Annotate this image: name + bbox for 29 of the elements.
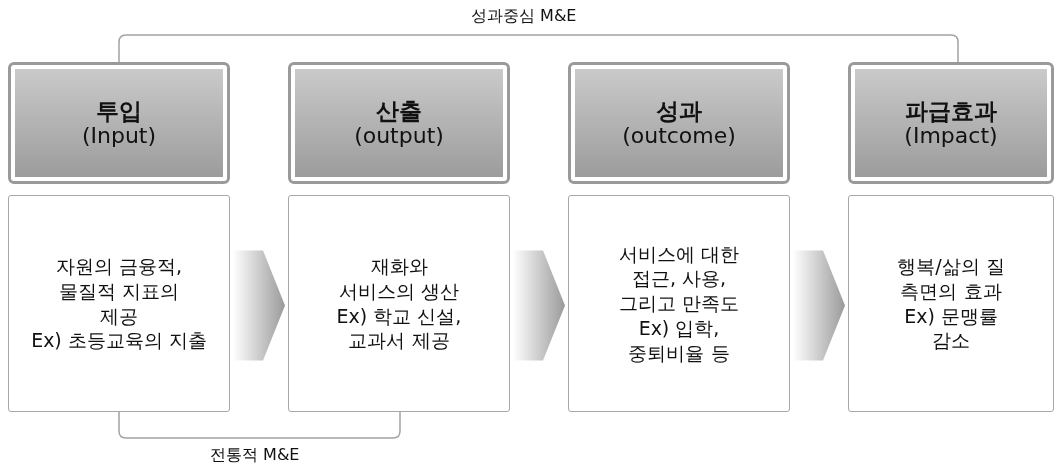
stage-description-box bbox=[848, 195, 1054, 412]
description-text: 자원의 금융적, 물질적 지표의 제공 bbox=[54, 254, 184, 329]
chevron-arrow bbox=[793, 250, 845, 361]
stage-title: 산출 bbox=[376, 99, 422, 124]
stage-header-box bbox=[568, 62, 790, 184]
stage-description-box bbox=[288, 195, 510, 412]
stage-header-box bbox=[848, 62, 1054, 184]
stage-description-box bbox=[568, 195, 790, 412]
stage-subtitle: (output) bbox=[354, 123, 444, 147]
example-text: Ex) 문맹률 감소 bbox=[903, 303, 999, 353]
stage-title: 파급효과 bbox=[905, 99, 997, 124]
stage-description-box bbox=[8, 195, 230, 412]
bracket-label: 성과중심 M&E bbox=[471, 5, 577, 27]
stage-header-box bbox=[8, 62, 230, 184]
description-text: 재화와 서비스의 생산 bbox=[337, 254, 460, 304]
description-text: 행복/삶의 질 측면의 효과 bbox=[896, 254, 1006, 304]
chevron-arrow bbox=[233, 250, 285, 361]
bracket-label: 전통적 M&E bbox=[210, 444, 300, 466]
example-text: Ex) 입학, 중퇴비율 등 bbox=[627, 315, 731, 366]
stage-subtitle: (Impact) bbox=[904, 123, 998, 147]
chevron-arrow bbox=[513, 250, 565, 361]
stage-header-box bbox=[288, 62, 510, 184]
example-text: Ex) 초등교육의 지출 bbox=[31, 328, 207, 353]
description-text: 서비스에 대한 접근, 사용, 그리고 만족도 bbox=[617, 241, 740, 316]
example-text: Ex) 학교 신설, 교과서 제공 bbox=[335, 303, 463, 353]
stage-subtitle: (outcome) bbox=[622, 123, 736, 147]
stage-title: 성과 bbox=[656, 99, 702, 124]
stage-title: 투입 bbox=[96, 99, 142, 124]
stage-subtitle: (Input) bbox=[81, 123, 157, 147]
